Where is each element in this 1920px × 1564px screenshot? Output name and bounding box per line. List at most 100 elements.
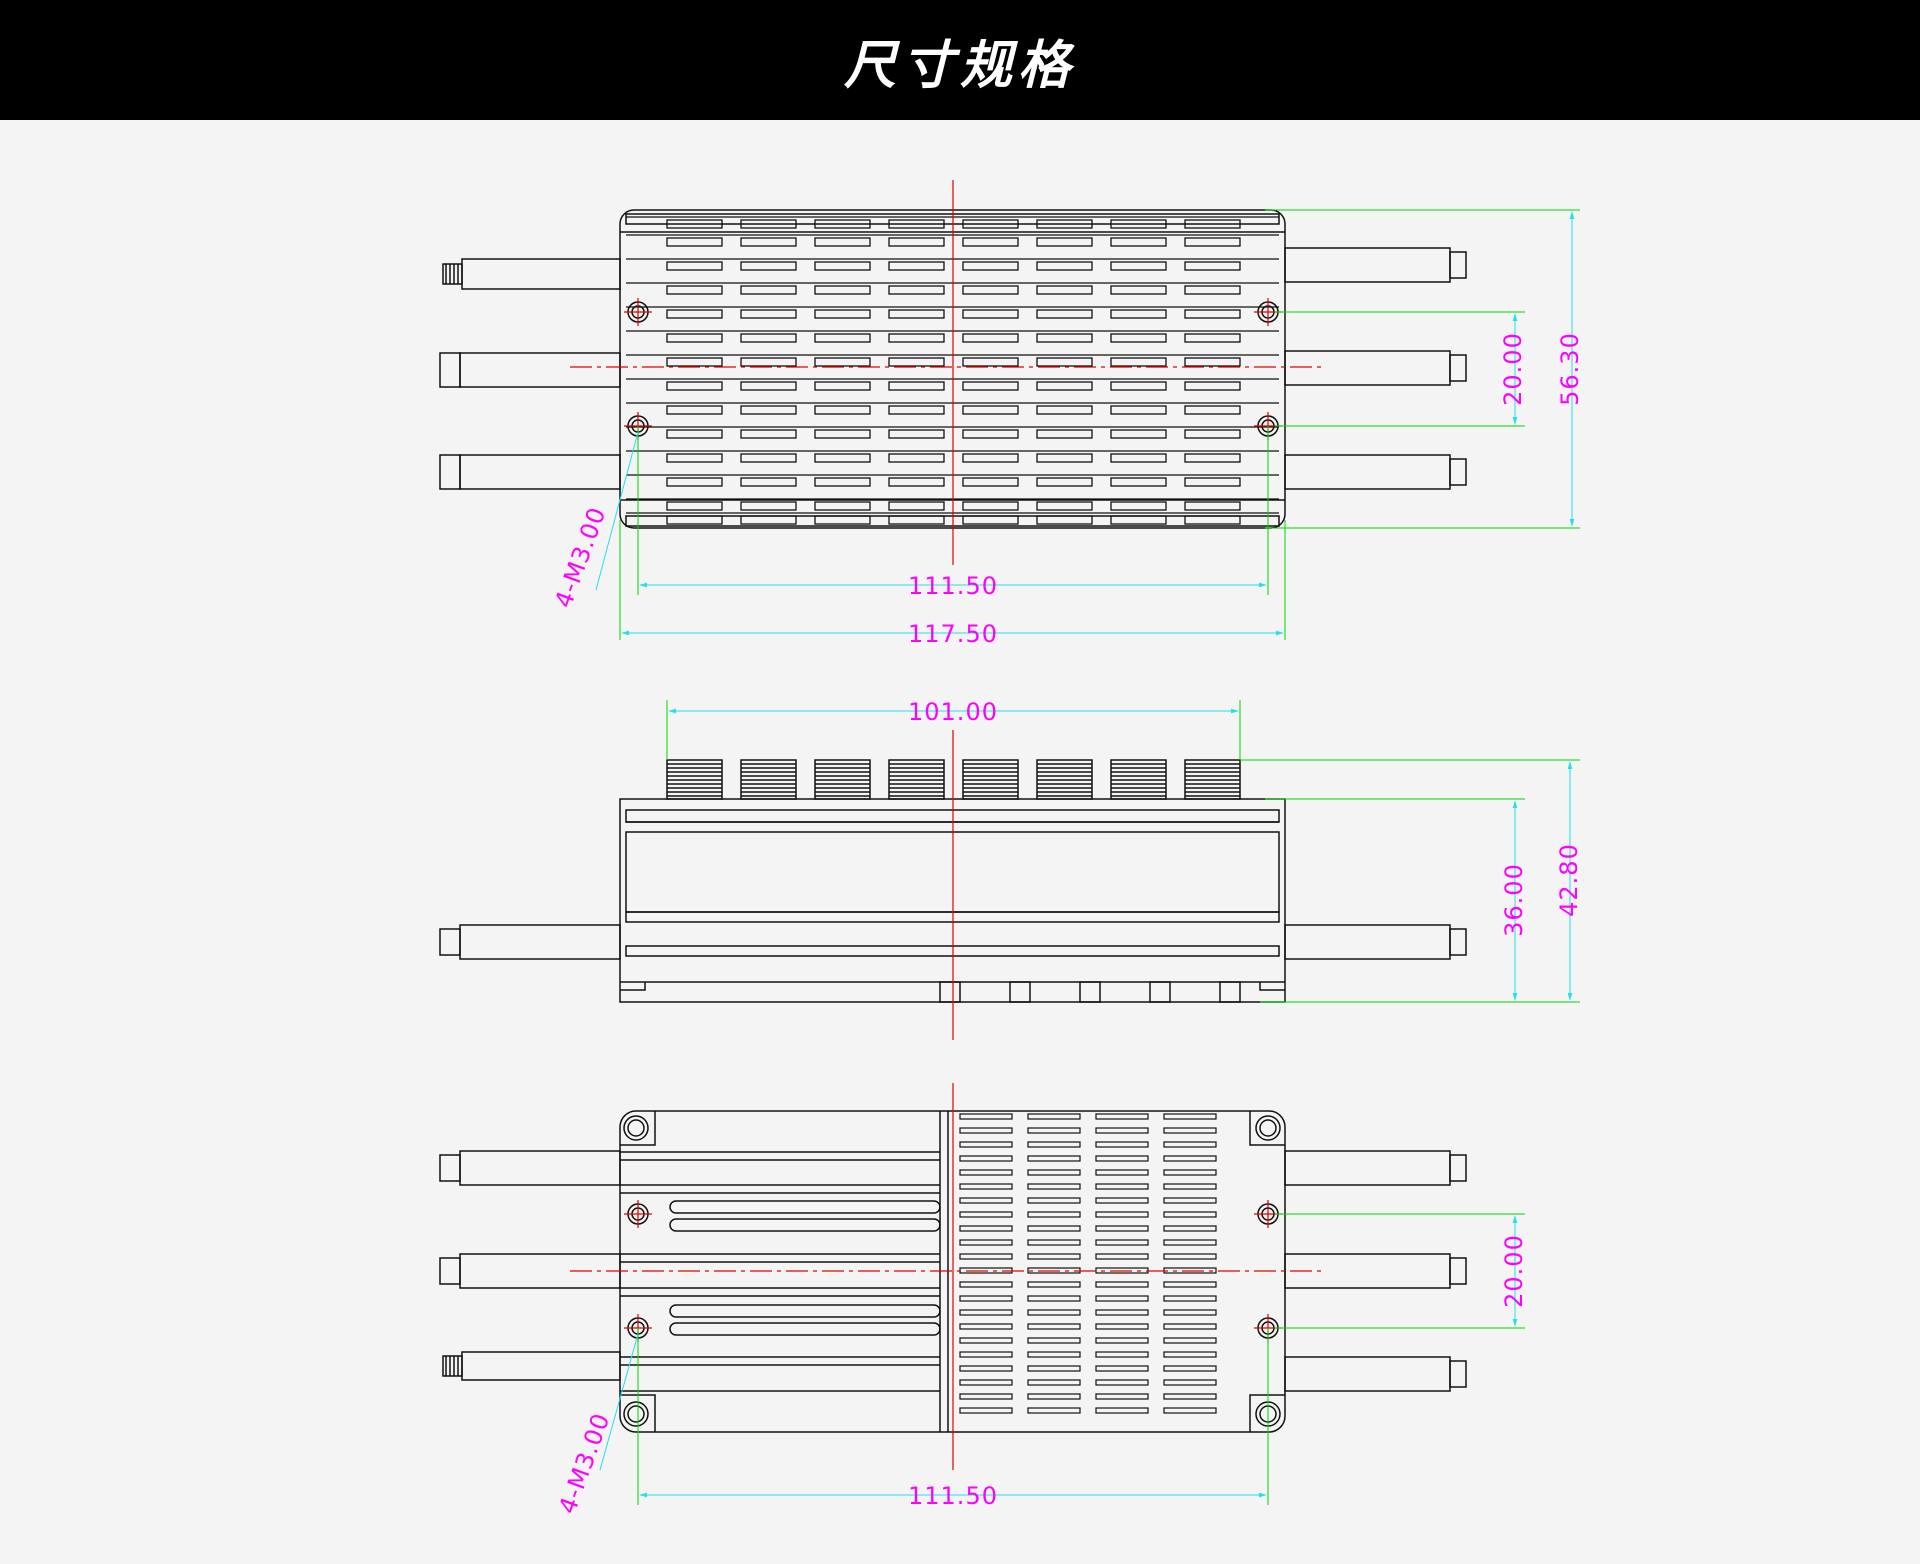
vent-slot	[1027, 1295, 1081, 1302]
bottom-notch	[1219, 981, 1241, 1003]
vent-slot	[1095, 1379, 1149, 1386]
fin-bar	[814, 405, 871, 415]
vent-slot	[959, 1337, 1013, 1344]
fin-bar	[1184, 357, 1241, 367]
fin-bar	[1036, 237, 1093, 247]
side-view-wires	[439, 924, 1467, 960]
fin-block	[814, 759, 871, 800]
dim-top-height-outer: 56.30	[1556, 332, 1584, 406]
vent-slot	[1163, 1225, 1217, 1232]
vent-slot	[1095, 1295, 1149, 1302]
vent-slot	[959, 1365, 1013, 1372]
vent-slot	[1027, 1127, 1081, 1134]
fin-bar	[888, 429, 945, 439]
fin-bar	[1110, 477, 1167, 487]
fin-bar	[962, 501, 1019, 511]
fin-bar	[888, 333, 945, 343]
vent-slot	[1027, 1225, 1081, 1232]
fin-bar	[962, 515, 1019, 525]
fin-bar	[1184, 429, 1241, 439]
fin-bar	[888, 501, 945, 511]
vent-slot	[1163, 1211, 1217, 1218]
fin-bar	[1036, 429, 1093, 439]
vent-slot	[959, 1281, 1013, 1288]
fin-bar	[1036, 501, 1093, 511]
top-view-dimensions	[595, 209, 1580, 640]
vent-slot	[1027, 1169, 1081, 1176]
fin-bar	[666, 285, 723, 295]
fin-bar	[962, 381, 1019, 391]
fin-bar	[888, 381, 945, 391]
fin-bar	[666, 219, 723, 229]
dim-top-hole-spec: 4-M3.00	[549, 503, 611, 611]
fin-bar	[962, 285, 1019, 295]
fin-bar	[666, 477, 723, 487]
vent-slot	[1027, 1309, 1081, 1316]
vent-slot	[959, 1323, 1013, 1330]
vent-slot	[1163, 1337, 1217, 1344]
vent-slot	[1095, 1393, 1149, 1400]
vent-slot	[1095, 1225, 1149, 1232]
side-view-labels: 101.00 36.00 42.80	[908, 698, 1583, 937]
fin-bar	[1184, 501, 1241, 511]
fin-bar	[666, 357, 723, 367]
fin-bar	[814, 515, 871, 525]
vent-slot	[959, 1197, 1013, 1204]
fin-bar	[666, 429, 723, 439]
vent-slot	[1027, 1393, 1081, 1400]
fin-bar	[666, 515, 723, 525]
fin-bar	[814, 261, 871, 271]
vent-slot	[1163, 1169, 1217, 1176]
vent-slot	[1027, 1253, 1081, 1260]
fin-block	[1110, 759, 1167, 800]
fin-bar	[740, 501, 797, 511]
fin-bar	[1184, 453, 1241, 463]
vent-slot	[959, 1253, 1013, 1260]
fin-bar	[888, 477, 945, 487]
vent-slot	[959, 1239, 1013, 1246]
bottom-view-vent-slots	[959, 1113, 1217, 1414]
fin-bar	[814, 381, 871, 391]
vent-slot	[1095, 1155, 1149, 1162]
side-view-bottom-notches	[939, 981, 1241, 1003]
vent-slot	[1027, 1155, 1081, 1162]
vent-slot	[1095, 1197, 1149, 1204]
vent-slot	[959, 1183, 1013, 1190]
fin-bar	[1184, 405, 1241, 415]
fin-bar	[1110, 261, 1167, 271]
fin-bar	[1110, 381, 1167, 391]
fin-bar	[1036, 219, 1093, 229]
vent-slot	[1027, 1141, 1081, 1148]
vent-slot	[1027, 1323, 1081, 1330]
vent-slot	[1095, 1141, 1149, 1148]
fin-bar	[888, 357, 945, 367]
fin-bar	[1110, 333, 1167, 343]
fin-bar	[814, 429, 871, 439]
fin-block	[888, 759, 945, 800]
vent-slot	[1163, 1407, 1217, 1414]
fin-bar	[1036, 453, 1093, 463]
bottom-notch	[1149, 981, 1171, 1003]
fin-bar	[740, 261, 797, 271]
vent-slot	[1163, 1253, 1217, 1260]
fin-bar	[814, 501, 871, 511]
vent-slot	[1095, 1365, 1149, 1372]
fin-bar	[1184, 477, 1241, 487]
page-title: 尺寸规格	[843, 35, 1076, 96]
fin-bar	[1184, 237, 1241, 247]
dim-bottom-hole-spec: 4-M3.00	[553, 1409, 615, 1517]
fin-bar	[1036, 515, 1093, 525]
fin-bar	[1036, 309, 1093, 319]
fin-bar	[1110, 219, 1167, 229]
vent-slot	[1027, 1407, 1081, 1414]
fin-block	[1184, 759, 1241, 800]
vent-slot	[1095, 1127, 1149, 1134]
vent-slot	[1027, 1351, 1081, 1358]
fin-bar	[962, 477, 1019, 487]
vent-slot	[959, 1211, 1013, 1218]
fin-bar	[814, 477, 871, 487]
fin-bar	[1036, 405, 1093, 415]
vent-slot	[959, 1113, 1013, 1120]
side-view-dimensions	[666, 700, 1580, 1003]
fin-bar	[962, 453, 1019, 463]
